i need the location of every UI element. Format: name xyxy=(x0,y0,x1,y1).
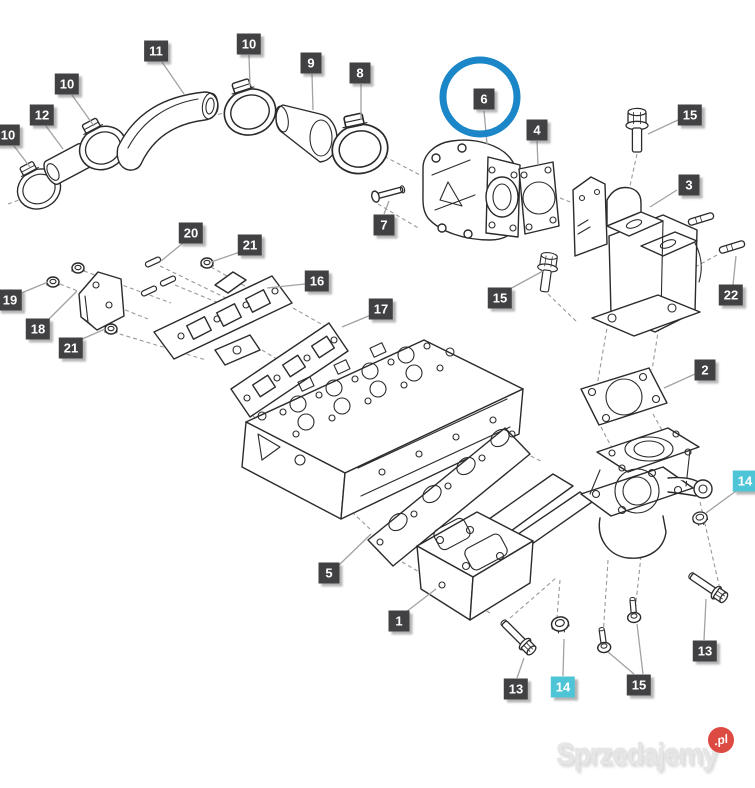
part-label-5-23: 5 xyxy=(318,562,340,584)
part-label-3-10: 3 xyxy=(678,174,700,196)
part-label-7-11: 7 xyxy=(373,214,395,236)
cylinder-head xyxy=(241,339,524,520)
part-13-bolt-left xyxy=(496,615,540,659)
part-label-21-16: 21 xyxy=(58,337,84,359)
part-16-exhaust-manifold xyxy=(153,271,293,366)
part-3-riser-bracket xyxy=(572,176,702,337)
part-1-intake-manifold xyxy=(416,427,713,621)
part-label-14-22: 14 xyxy=(732,470,755,492)
part-label-15-27: 15 xyxy=(626,674,652,696)
watermark: Sprzedajemy .pl xyxy=(556,724,737,771)
part-17-manifold-gasket xyxy=(230,322,349,418)
part-15-screw-bottom-right xyxy=(625,596,642,624)
part-label-13-25: 13 xyxy=(503,678,529,700)
part-label-14-26: 14 xyxy=(550,676,576,698)
part-14-nut-middle xyxy=(549,614,571,636)
label-leader-lines xyxy=(13,54,737,679)
part-label-10-6: 10 xyxy=(0,124,21,146)
part-9-reducer-hose xyxy=(275,104,338,163)
part-8-hose-clamp-large xyxy=(324,108,394,180)
part-label-11-0: 11 xyxy=(144,40,168,62)
part-10-hose-clamp-top xyxy=(214,72,283,143)
part-18-bracket xyxy=(78,271,125,331)
part-label-8-3: 8 xyxy=(349,62,371,84)
part-label-10-1: 10 xyxy=(236,33,262,55)
part-label-6-7: 6 xyxy=(473,88,495,110)
part-22-stud-upper xyxy=(686,211,716,227)
part-label-18-15: 18 xyxy=(25,318,51,340)
part-label-17-18: 17 xyxy=(368,298,394,320)
part-label-19-14: 19 xyxy=(0,289,23,311)
part-22-stud-lower xyxy=(717,239,747,255)
watermark-badge-text: .pl xyxy=(712,731,730,749)
part-21-nut-upper xyxy=(200,257,214,269)
part-label-4-8: 4 xyxy=(526,119,548,141)
part-19-nuts xyxy=(46,262,85,288)
part-label-21-13: 21 xyxy=(237,234,263,256)
highlight-circle xyxy=(439,56,521,138)
part-7-bolt xyxy=(371,185,406,203)
part-15-screw-bottom-left xyxy=(594,625,613,655)
part-5-gasket xyxy=(367,427,531,567)
part-4-gasket xyxy=(518,161,560,235)
part-label-22-21: 22 xyxy=(718,284,744,306)
part-label-15-9: 15 xyxy=(677,104,703,126)
part-label-20-12: 20 xyxy=(178,222,204,244)
part-11-elbow-hose xyxy=(116,91,219,171)
part-label-16-17: 16 xyxy=(304,270,330,292)
part-label-13-28: 13 xyxy=(692,640,718,662)
part-20-pins xyxy=(140,255,177,298)
part-15-bolt-middle xyxy=(533,250,561,294)
part-label-10-4: 10 xyxy=(54,73,80,95)
part-14-nut-right xyxy=(691,510,710,528)
part-label-1-24: 1 xyxy=(388,610,410,632)
part-label-2-20: 2 xyxy=(694,359,716,381)
watermark-text: Sprzedajemy xyxy=(556,736,718,771)
part-15-bolt-top-right xyxy=(625,107,649,153)
part-label-12-5: 12 xyxy=(29,104,55,126)
part-label-15-19: 15 xyxy=(487,287,513,309)
part-2-gasket xyxy=(580,367,668,426)
part-label-9-2: 9 xyxy=(300,52,322,74)
part-13-bolt-right xyxy=(684,567,731,606)
part-6-throttle-body xyxy=(422,139,521,241)
